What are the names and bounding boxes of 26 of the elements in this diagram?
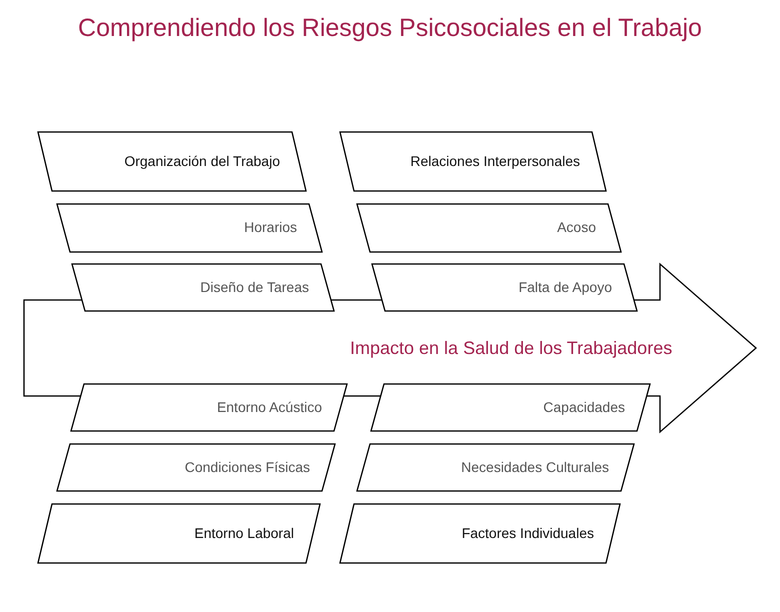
category-label: Factores Individuales <box>462 524 594 540</box>
title: Comprendiendo los Riesgos Psicosociales en el Trabajo <box>77 14 703 43</box>
arrow-label: Impacto en la Salud de los Trabajadores <box>350 338 672 359</box>
factor-label: Falta de Apoyo <box>518 278 612 294</box>
parallelogram-box <box>357 444 634 491</box>
parallelogram-box <box>372 264 637 311</box>
parallelogram-box <box>340 132 606 191</box>
category-label: Organización del Trabajo <box>124 152 280 168</box>
category-label: Entorno Laboral <box>194 524 294 540</box>
parallelogram-box <box>340 504 620 563</box>
parallelogram-box <box>72 264 334 311</box>
factor-label: Entorno Acústico <box>216 398 322 414</box>
parallelogram-box <box>357 204 621 252</box>
parallelogram-box <box>57 444 335 491</box>
parallelogram-box <box>38 132 306 191</box>
category-label: Relaciones Interpersonales <box>410 152 580 168</box>
factor-label: Necesidades Culturales <box>461 458 609 474</box>
parallelogram-box <box>38 504 320 563</box>
parallelogram-box <box>371 384 650 431</box>
parallelogram-box <box>71 384 347 431</box>
factor-label: Horarios <box>244 219 297 235</box>
factor-label: Capacidades <box>543 398 625 414</box>
parallelogram-box <box>57 204 322 252</box>
factor-label: Acoso <box>557 219 596 235</box>
factor-label: Diseño de Tareas <box>200 278 309 294</box>
factor-label: Condiciones Físicas <box>184 458 310 474</box>
